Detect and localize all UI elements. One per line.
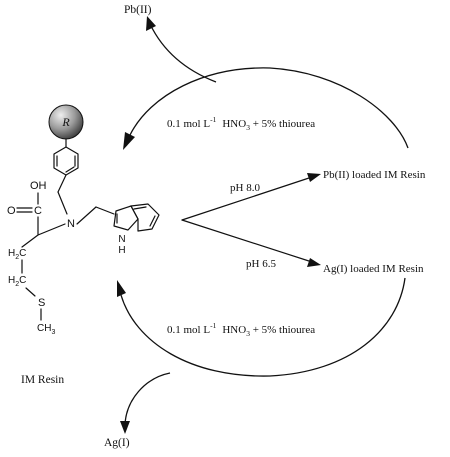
indole-nitrogen: N bbox=[118, 234, 125, 245]
hydroxyl-group: OH bbox=[30, 180, 47, 192]
ag-loaded-resin-label: Ag(I) loaded IM Resin bbox=[323, 263, 424, 275]
indole-hydrogen: H bbox=[118, 245, 125, 256]
ag-product-label: Ag(I) bbox=[104, 437, 130, 449]
pb-release-arrow bbox=[149, 23, 217, 83]
ag-release-arrowhead bbox=[120, 421, 130, 434]
bead-label: R bbox=[61, 115, 70, 129]
carbonyl-oxygen: O bbox=[7, 205, 16, 217]
indole-benzene-ring bbox=[130, 203, 160, 232]
methylene-indole-bond bbox=[95, 206, 115, 215]
nitrogen-atom: N bbox=[67, 218, 75, 230]
sulfur-atom: S bbox=[38, 297, 45, 309]
pb-release-arrowhead bbox=[146, 16, 156, 31]
pb-loading-arrowhead bbox=[307, 173, 321, 182]
indole-double-bond bbox=[133, 206, 147, 210]
indole-pyrrole-ring bbox=[113, 205, 139, 231]
benzyl-bond bbox=[57, 174, 67, 193]
n-methylene-bond bbox=[76, 206, 97, 225]
n-alpha-carbon-bond bbox=[37, 223, 66, 236]
resin-name-label: IM Resin bbox=[21, 374, 64, 386]
ph-pb-label: pH 8.0 bbox=[230, 182, 260, 194]
alpha-methylene-bond bbox=[21, 234, 39, 248]
pb-product-label: Pb(II) bbox=[124, 4, 152, 16]
methyl-group: CH3 bbox=[37, 323, 55, 336]
bottom-cycle-arrowhead bbox=[117, 280, 126, 297]
top-cycle-arrowhead bbox=[123, 132, 135, 150]
ph-ag-label: pH 6.5 bbox=[246, 258, 276, 270]
pb-loaded-resin-label: Pb(II) loaded IM Resin bbox=[323, 169, 426, 181]
indole-double-bond bbox=[149, 215, 156, 227]
ag-release-arrow bbox=[124, 372, 171, 426]
im-resin-structure: R N N H OH O C H2C bbox=[7, 104, 160, 336]
bottom-cycle-arc bbox=[120, 277, 406, 377]
top-cycle-arc bbox=[129, 67, 409, 149]
ag-loading-arrow bbox=[181, 219, 313, 263]
benzyl-n-bond bbox=[57, 191, 68, 215]
pb-loading-arrow bbox=[181, 176, 313, 221]
methylene-sulfur-bond bbox=[25, 287, 36, 297]
methylene-1: H2C bbox=[8, 248, 26, 261]
ag-loading-arrowhead bbox=[307, 258, 321, 267]
methylene-2: H2C bbox=[8, 275, 26, 288]
benzene-double-bond bbox=[65, 166, 75, 173]
carboxyl-carbon: C bbox=[34, 205, 42, 217]
